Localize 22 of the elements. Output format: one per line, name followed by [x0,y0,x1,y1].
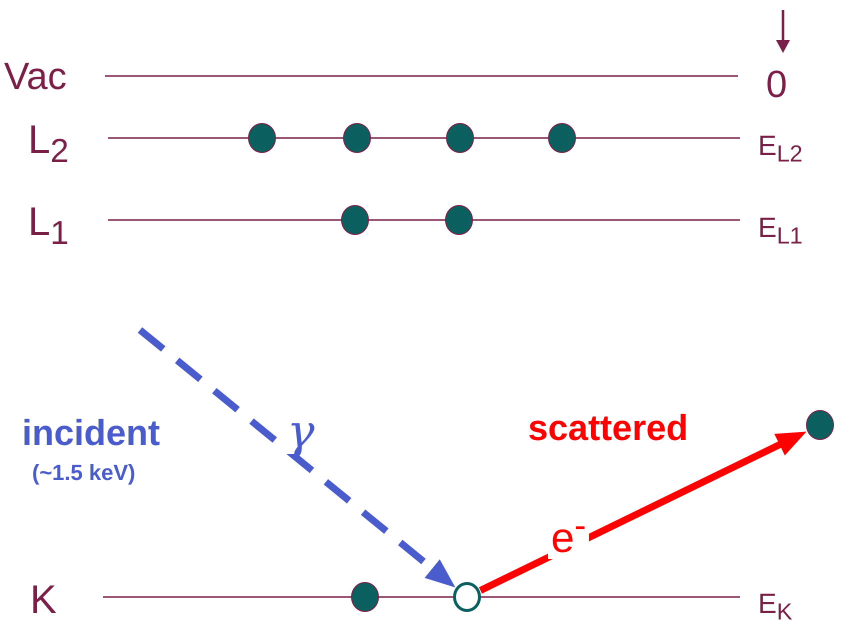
level-name: L$_{2}$ [28,120,69,168]
electron [351,582,379,612]
electron [445,205,473,235]
photon-energy: (~1.5 keV) [32,462,136,484]
electron [341,205,369,235]
energy-value: E$_{K}$ [758,590,792,624]
photon-arrow [138,327,456,588]
electron [343,123,371,153]
energy-value: E$_{L2}$ [758,132,803,166]
electron-arrow [478,432,807,594]
electron [548,123,576,153]
electron [446,123,474,153]
photon-label: incident [22,415,160,451]
energy-value: E$_{L1}$ [758,214,803,248]
level-name: L$_{1}$ [28,202,69,250]
hole [453,582,481,612]
electron-label: scattered [528,410,688,446]
energy-value: 0 [766,66,788,104]
electron [248,123,276,153]
level-name: Vac [4,58,67,96]
level-name: K [30,580,57,620]
electron [806,410,834,440]
